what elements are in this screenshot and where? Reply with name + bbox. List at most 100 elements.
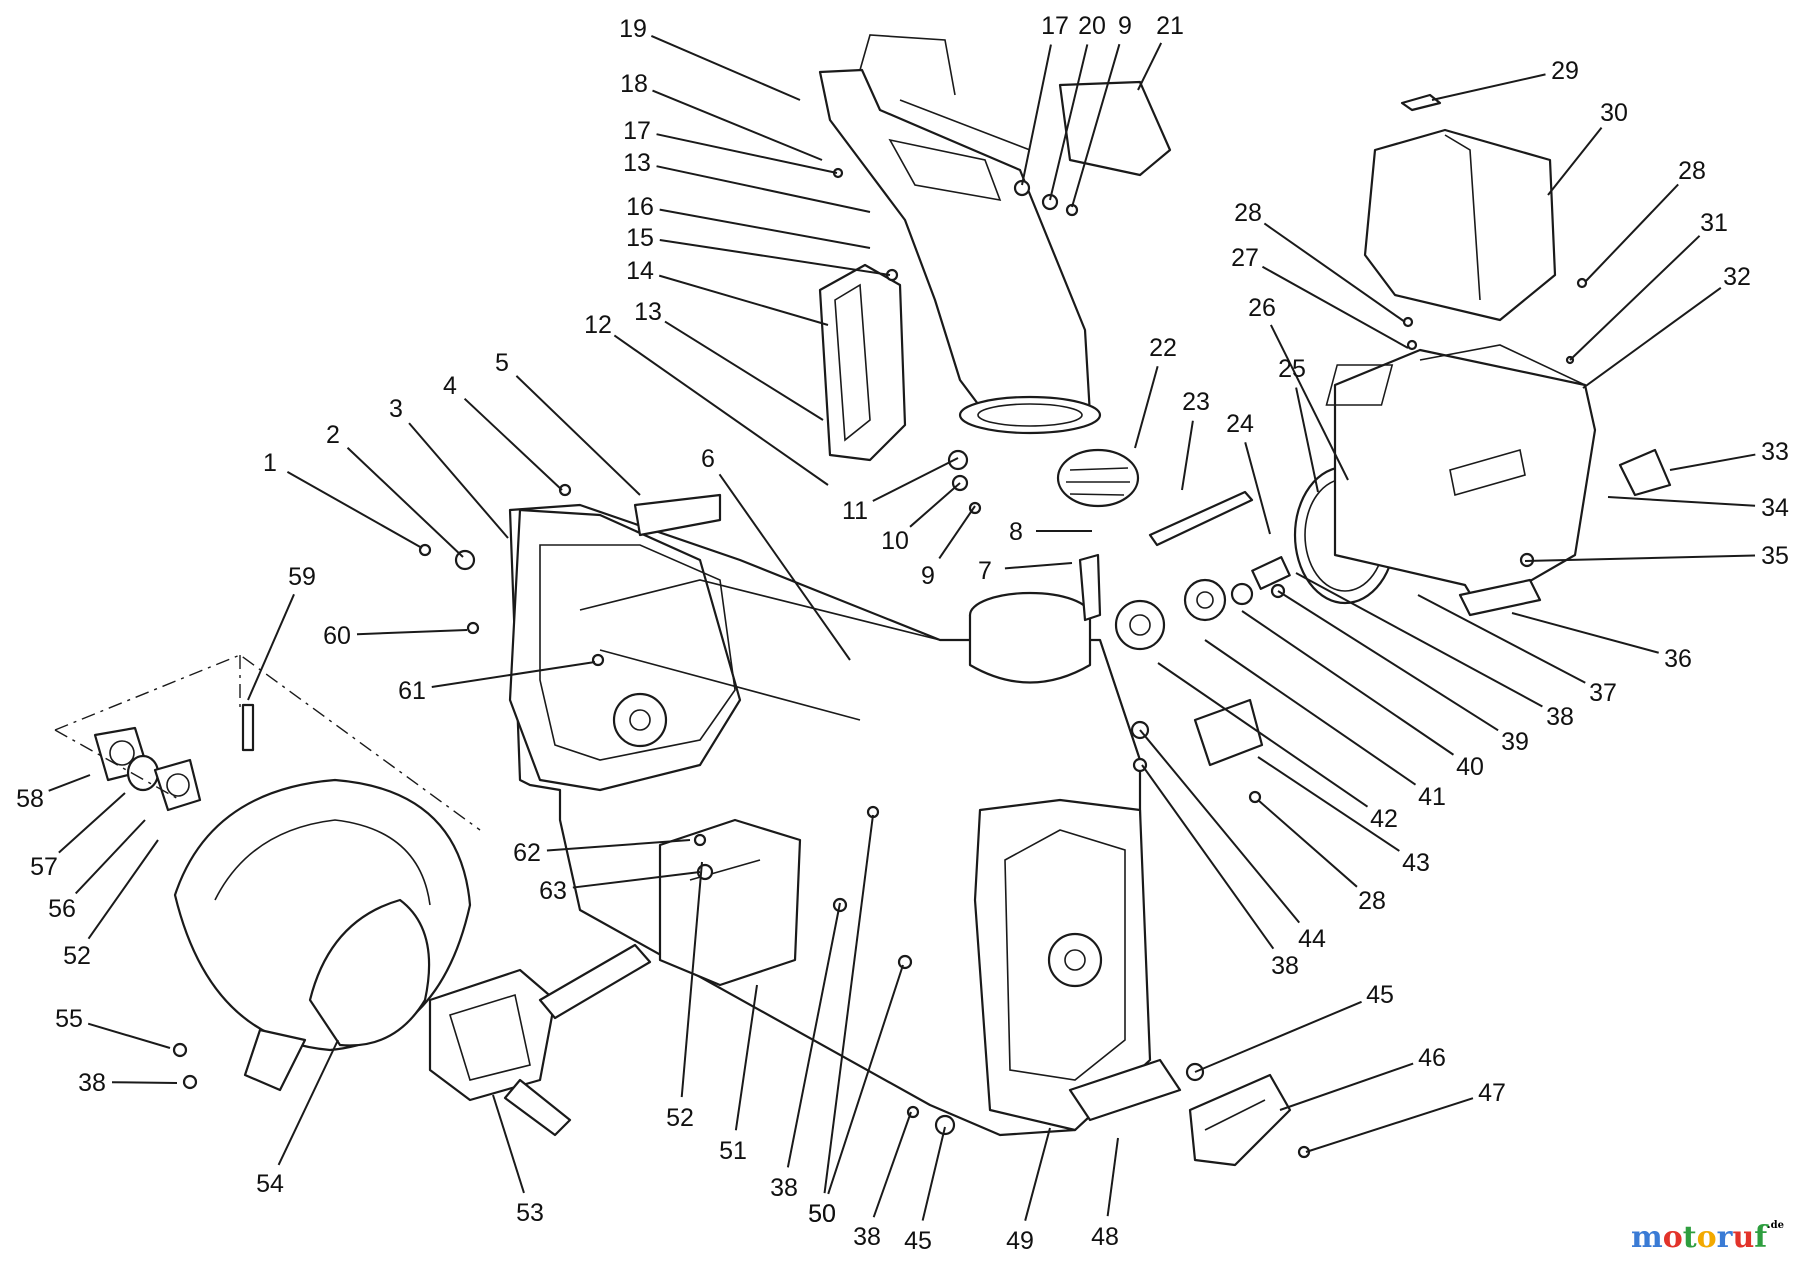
bearing-flange-56 [153,758,202,812]
callout-9: 9 [1118,12,1132,40]
leader-line-47 [1305,1097,1474,1153]
leader-line-38 [1141,764,1275,950]
discharge-chute [818,34,1102,435]
leader-line-43 [1257,756,1400,852]
callout-38: 38 [78,1069,106,1097]
watermark-letter: r [1716,1220,1733,1255]
leader-line-58 [48,774,91,792]
watermark-suffix: .de [1767,1220,1784,1231]
callout-26: 26 [1248,294,1276,322]
leader-line-2 [346,447,464,558]
callout-34: 34 [1761,494,1789,522]
callout-44: 44 [1298,925,1326,953]
auger-housing [508,503,1152,1137]
callout-52: 52 [63,942,91,970]
leader-line-27 [1261,265,1409,349]
callout-24: 24 [1226,410,1254,438]
chute-hardware [832,167,1079,515]
callout-28: 28 [1358,887,1386,915]
leader-line-5 [515,375,641,496]
leader-line-14 [658,274,829,326]
callout-40: 40 [1456,753,1484,781]
mount-plate-5 [633,493,722,537]
leader-line-26 [1270,324,1349,481]
callout-45: 45 [904,1227,932,1255]
callout-56: 56 [48,895,76,923]
leader-line-41 [1204,639,1417,786]
callout-9: 9 [921,562,935,590]
callout-38: 38 [1546,703,1574,731]
leader-line-4 [463,397,563,491]
callout-54: 54 [256,1170,284,1198]
callout-4: 4 [443,372,457,400]
leader-line-45 [921,1126,946,1221]
callout-1: 1 [263,449,277,477]
frame-weldment [1325,344,1597,612]
watermark-letter: f [1754,1220,1768,1255]
callout-8: 8 [1009,518,1023,546]
callout-38: 38 [1271,952,1299,980]
watermark-letter: o [1696,1220,1717,1255]
callout-21: 21 [1156,12,1184,40]
callout-46: 46 [1418,1044,1446,1072]
leader-line-59 [247,593,295,701]
impeller [1056,448,1140,508]
callout-48: 48 [1091,1223,1119,1251]
leader-line-30 [1547,127,1603,196]
leader-line-49 [1024,1127,1051,1221]
callout-59: 59 [288,563,316,591]
callout-19: 19 [619,15,647,43]
callout-38: 38 [770,1174,798,1202]
watermark-letter: t [1682,1220,1697,1255]
leader-line-37 [1417,594,1586,684]
callout-36: 36 [1664,645,1692,673]
callout-13: 13 [634,298,662,326]
leader-line-3 [408,422,509,539]
callout-28: 28 [1234,199,1262,227]
chute-ring-mount [968,591,1092,684]
leader-line-61 [431,661,596,688]
callout-2: 2 [326,421,340,449]
callout-12: 12 [584,311,612,339]
leader-line-29 [1431,73,1546,101]
callout-5: 5 [495,349,509,377]
watermark-text: motoruf [1631,1220,1767,1255]
leader-line-40 [1241,610,1455,756]
callout-39: 39 [1501,728,1529,756]
leader-line-39 [1277,590,1499,732]
leader-line-32 [1582,286,1722,389]
leader-line-28 [1263,222,1406,323]
leader-line-31 [1569,235,1701,361]
leader-line-36 [1511,612,1659,654]
watermark-letter: u [1732,1220,1755,1255]
callout-29: 29 [1551,57,1579,85]
callout-37: 37 [1589,679,1617,707]
leader-lines [48,34,1756,1221]
leader-line-52 [87,839,159,940]
leader-line-35 [1524,554,1756,562]
callout-38: 38 [853,1223,881,1251]
leader-line-38 [872,1111,912,1218]
leader-line-22 [1134,366,1159,449]
leader-line-54 [277,1039,339,1166]
callout-15: 15 [626,224,654,252]
callout-51: 51 [719,1137,747,1165]
leader-line-55 [87,1022,171,1049]
callout-35: 35 [1761,542,1789,570]
auger-hardware [172,483,605,1090]
callout-3: 3 [389,395,403,423]
callout-50: 50 [808,1200,836,1228]
callout-58: 58 [16,785,44,813]
callout-62: 62 [513,839,541,867]
callout-45: 45 [1366,981,1394,1009]
leader-line-38 [1295,572,1543,708]
belt-guide-43 [1193,698,1264,767]
leader-line-42 [1157,662,1369,808]
leader-line-33 [1669,453,1756,471]
callout-47: 47 [1478,1079,1506,1107]
callout-55: 55 [55,1005,83,1033]
callout-16: 16 [626,193,654,221]
callout-25: 25 [1278,355,1306,383]
scraper-bar-48 [1068,1058,1182,1122]
